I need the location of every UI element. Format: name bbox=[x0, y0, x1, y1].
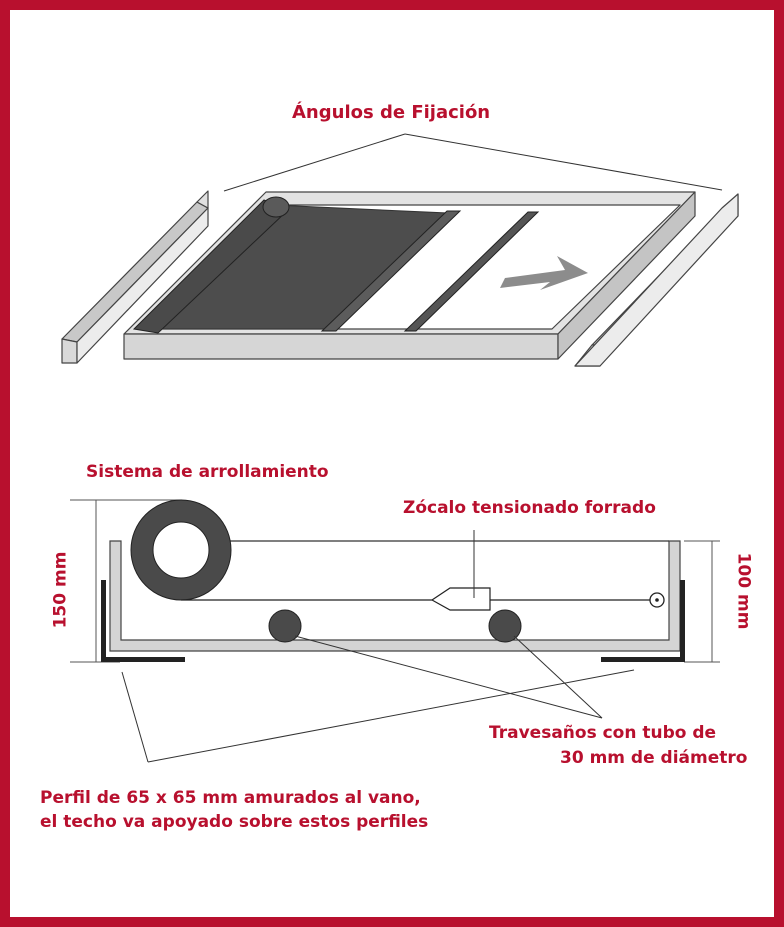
profile-leader-left bbox=[121, 671, 149, 763]
pulley bbox=[649, 592, 665, 608]
bottom-rail bbox=[320, 210, 462, 332]
roller bbox=[132, 196, 290, 334]
height-100-label: 100 mm bbox=[733, 552, 754, 630]
crossbar-leader-left bbox=[294, 635, 603, 719]
roller-system-label: Sistema de arrollamiento bbox=[86, 462, 329, 482]
height-150-label: 150 mm bbox=[50, 551, 71, 629]
section-view bbox=[70, 499, 720, 763]
left-profile-angle bbox=[101, 580, 185, 662]
crossbar-leader-right bbox=[513, 635, 603, 719]
left-fixing-angle bbox=[61, 190, 209, 364]
roller-ring bbox=[130, 499, 232, 601]
bottom-rail-label: Zócalo tensionado forrado bbox=[403, 498, 656, 518]
bottom-rail-section bbox=[430, 587, 491, 611]
right-fixing-angle bbox=[574, 193, 739, 367]
fixing-angles-title: Ángulos de Fijación bbox=[292, 102, 491, 123]
right-profile-angle bbox=[601, 580, 685, 662]
profile-label-line1: Perfil de 65 x 65 mm amurados al vano, bbox=[40, 788, 421, 808]
dimension-100 bbox=[684, 540, 720, 663]
title-leader-left bbox=[223, 133, 406, 192]
title-leader-right bbox=[404, 133, 723, 191]
isometric-view bbox=[61, 133, 739, 367]
crossbar-tube bbox=[403, 211, 540, 332]
crossbars-label-line1: Travesaños con tubo de bbox=[489, 723, 717, 743]
direction-arrow bbox=[500, 256, 588, 290]
crossbars-label-line2: 30 mm de diámetro bbox=[560, 748, 748, 768]
crossbar-right bbox=[488, 609, 522, 643]
profile-leader-right bbox=[147, 669, 635, 763]
profile-label-line2: el techo va apoyado sobre estos perfiles bbox=[40, 812, 429, 832]
crossbar-left bbox=[268, 609, 302, 643]
